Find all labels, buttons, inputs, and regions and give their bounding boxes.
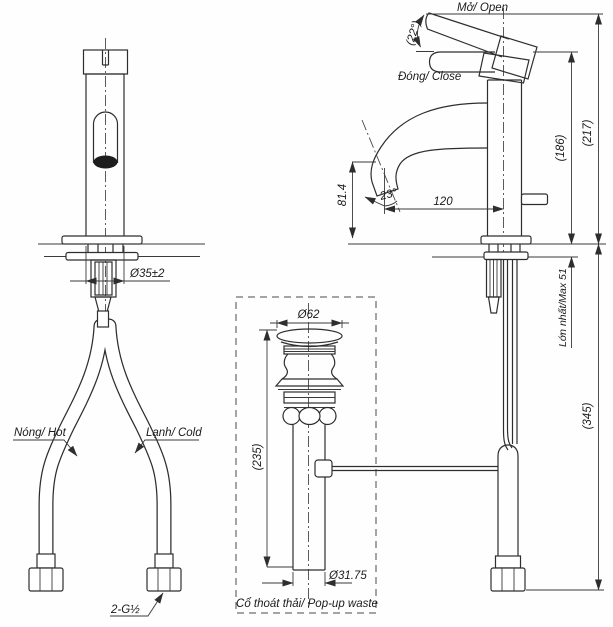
dim-base-diameter: Ø35±2 xyxy=(70,246,170,285)
label-hot: Nóng/ Hot xyxy=(14,427,67,439)
base-flange-side xyxy=(480,235,532,245)
dim-open-angle: (22°) xyxy=(404,14,434,52)
base-flange-front xyxy=(61,235,143,245)
hose-connector xyxy=(96,310,110,328)
label-popup-waste: Cổ thoát thải/ Pop-up waste xyxy=(236,598,378,610)
side-view: (22°) Mở/ Open Đóng/ Close 23° 81.4 120 xyxy=(337,2,606,592)
dim-spout-reach: 120 xyxy=(384,196,504,213)
popup-rod xyxy=(332,465,498,472)
hose-side xyxy=(497,444,519,556)
base-washer-front xyxy=(65,251,139,261)
dim-popup-cap-text: Ø62 xyxy=(297,309,320,321)
nut-facets-left xyxy=(39,568,53,591)
shank-lines-side xyxy=(488,244,521,252)
label-thread: 2-G½ xyxy=(110,604,140,616)
rod-joint xyxy=(314,459,333,478)
nut-facets-side xyxy=(501,568,515,591)
ball-center xyxy=(298,406,321,426)
hose-collar-right xyxy=(154,553,174,569)
hose-collar-side xyxy=(494,555,522,569)
stud-taper xyxy=(94,296,112,313)
joint-open xyxy=(491,35,538,80)
popup-neck-right xyxy=(330,353,338,380)
popup-cap xyxy=(276,328,343,344)
dim-hose-length-text: (345) xyxy=(582,402,594,429)
cap-slit xyxy=(101,50,110,66)
label-open: Mở/ Open xyxy=(457,2,508,14)
supply-hoses xyxy=(38,318,172,564)
spout xyxy=(370,102,488,197)
dim-spout-reach-text: 120 xyxy=(433,196,453,208)
ball-right xyxy=(318,406,337,426)
dim-height-closed-text: (186) xyxy=(555,134,567,161)
popup-neck-left xyxy=(281,353,289,380)
rod-tube-right xyxy=(506,259,513,449)
popup-waste-detail: Ø62 (235) xyxy=(235,296,498,614)
dim-height-open-text: (217) xyxy=(582,119,594,146)
hose-inlet-tube xyxy=(511,259,518,444)
stud-thread xyxy=(94,261,113,296)
label-thread-group: 2-G½ xyxy=(110,592,164,617)
handle-closed xyxy=(428,51,495,73)
stud-taper-side xyxy=(487,296,500,314)
label-hot-group: Nóng/ Hot xyxy=(13,427,78,457)
hose-nut-right xyxy=(146,567,182,592)
dim-spout-angle: 23° xyxy=(364,168,399,214)
dim-max-deck: Lớn nhất/Max 51 xyxy=(557,256,575,348)
thread-hatch xyxy=(98,262,108,295)
dim-spout-height-text: 81.4 xyxy=(337,184,349,206)
label-cold: Lạnh/ Cold xyxy=(146,427,202,439)
popup-tail-tube xyxy=(292,424,326,571)
dim-spout-angle-text: 23° xyxy=(378,187,399,203)
front-view: Ø35±2 Nóng/ Hot Lạnh/ Cold 2-G½ xyxy=(13,38,205,617)
dim-hose-length: (345) xyxy=(526,243,604,591)
body-side xyxy=(486,79,523,237)
dim-spout-height: 81.4 xyxy=(337,161,376,239)
dim-max-deck-text: Lớn nhất/Max 51 xyxy=(557,268,569,347)
dim-height-open: (217) xyxy=(426,13,603,245)
hose-collar-left xyxy=(36,553,56,569)
label-close: Đóng/ Close xyxy=(398,71,461,83)
hose-nut-side xyxy=(490,567,526,592)
spout-opening xyxy=(93,155,118,169)
shank-lines xyxy=(87,244,124,253)
hose-nut-left xyxy=(28,567,64,592)
dim-popup-length: (235) xyxy=(252,329,293,568)
dim-popup-tail-text: Ø31.75 xyxy=(328,570,367,582)
lift-rod-knob xyxy=(520,193,549,206)
dim-base-diameter-text: Ø35±2 xyxy=(129,268,165,280)
joint-closed xyxy=(478,52,530,84)
ball-left xyxy=(282,406,301,426)
popup-stack xyxy=(283,345,336,355)
nut-facets-right xyxy=(157,568,171,591)
handle-open xyxy=(425,12,510,58)
dim-popup-length-text: (235) xyxy=(252,443,264,470)
spout-axis xyxy=(361,119,401,213)
spout-slot xyxy=(92,111,119,163)
dim-popup-cap: Ø62 xyxy=(270,309,349,328)
popup-flange xyxy=(274,378,345,387)
base-washer-side xyxy=(483,251,529,261)
dim-open-angle-text: (22°) xyxy=(404,19,423,47)
dim-height-closed: (186) xyxy=(533,51,578,245)
label-cold-group: Lạnh/ Cold xyxy=(134,427,202,454)
dim-popup-tail: Ø31.75 xyxy=(262,570,367,587)
stud-hatch-side xyxy=(489,259,498,297)
rod-tube-left xyxy=(502,259,509,451)
